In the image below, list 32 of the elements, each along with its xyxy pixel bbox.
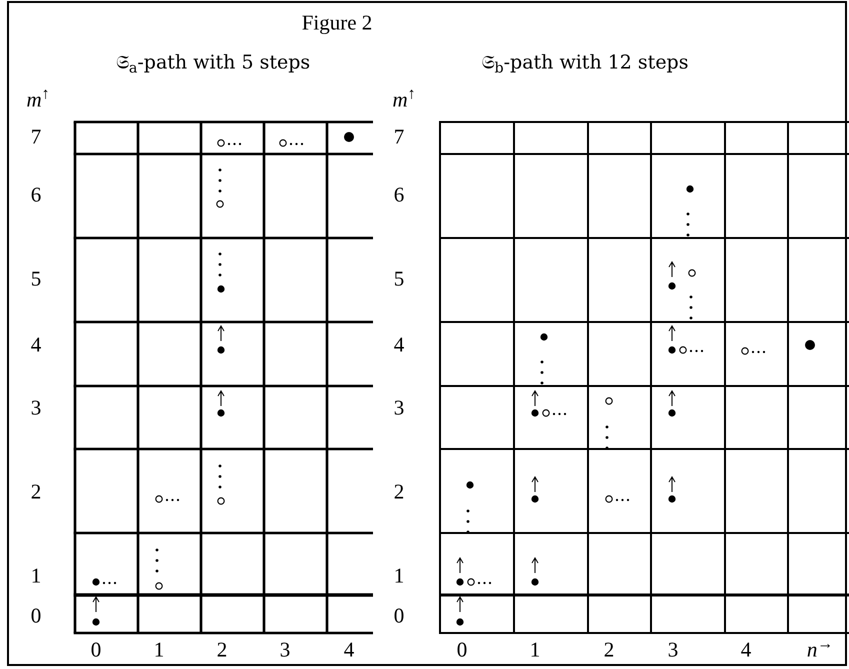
row-number: 3 bbox=[30, 398, 42, 418]
column-number: 0 bbox=[456, 640, 468, 660]
row-number: 2 bbox=[394, 482, 404, 502]
grid-subtitle: 𝔖$_{a}$-path with 5 steps bbox=[116, 54, 310, 72]
row-number: 4 bbox=[394, 334, 404, 356]
row-number: 7 bbox=[30, 126, 42, 148]
row-number: 1 bbox=[30, 566, 42, 586]
row-number: 4 bbox=[30, 334, 42, 356]
column-number: 3 bbox=[280, 640, 290, 660]
row-number: 1 bbox=[394, 566, 404, 586]
column-number: 0 bbox=[90, 640, 102, 660]
row-number: 7 bbox=[394, 126, 404, 148]
axis-label: m$^{↑}$ bbox=[392, 90, 416, 110]
column-number: 2 bbox=[604, 640, 614, 660]
row-number: 5 bbox=[394, 268, 404, 290]
column-number: 1 bbox=[530, 640, 540, 660]
column-number: 4 bbox=[344, 640, 354, 660]
row-number: 0 bbox=[30, 606, 42, 626]
row-number: 6 bbox=[30, 184, 42, 206]
column-number: n$^{→}$ bbox=[806, 640, 834, 660]
column-number: 1 bbox=[154, 640, 164, 660]
column-number: 3 bbox=[668, 640, 678, 660]
figure-title: Figure 2 bbox=[302, 12, 372, 34]
grid-subtitle: 𝔖$_{b}$-path with 12 steps bbox=[482, 54, 688, 72]
row-number: 5 bbox=[30, 268, 42, 290]
row-number: 6 bbox=[394, 184, 404, 206]
row-number: 2 bbox=[30, 482, 42, 502]
row-number: 3 bbox=[394, 398, 404, 418]
column-number: 4 bbox=[740, 640, 752, 660]
axis-label: m$^{↑}$ bbox=[26, 90, 50, 110]
row-number: 0 bbox=[394, 606, 404, 626]
column-number: 2 bbox=[216, 640, 228, 660]
